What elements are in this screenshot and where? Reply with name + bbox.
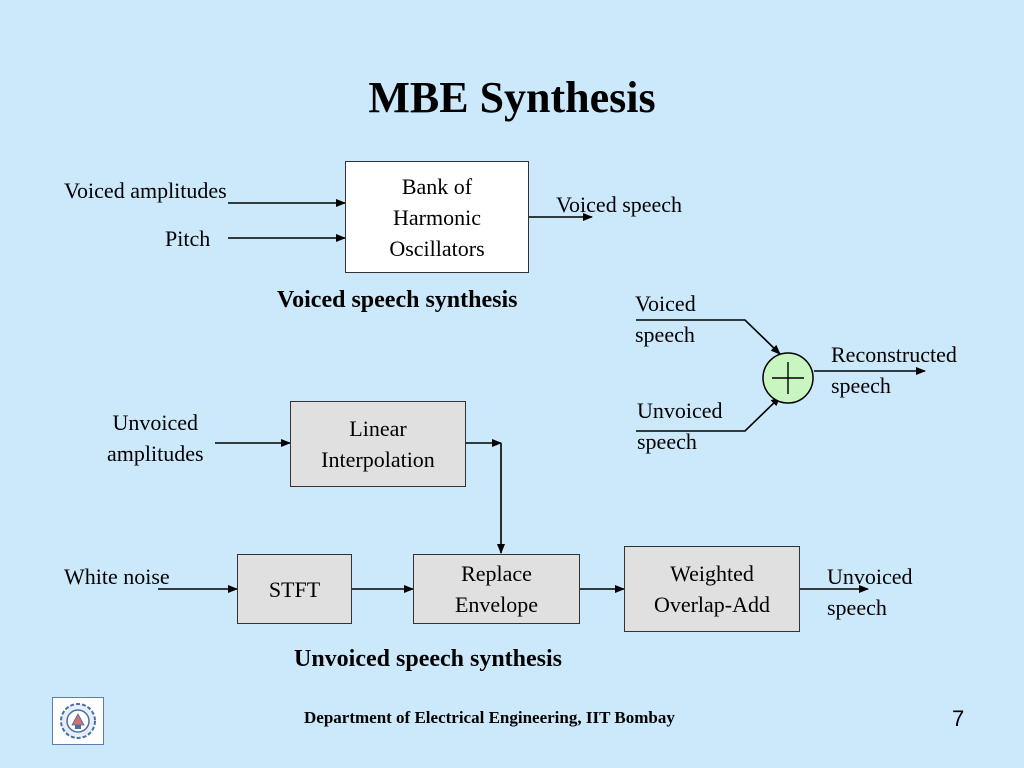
arrow-voiced-to-adder bbox=[636, 319, 781, 355]
label-unvoiced-amplitudes: Unvoiced amplitudes bbox=[107, 410, 204, 466]
label-adder-unvoiced-input: Unvoiced speech bbox=[637, 398, 723, 454]
block-stft: STFT bbox=[237, 554, 352, 624]
arrow-unvoiced-to-adder bbox=[636, 396, 781, 432]
label-voiced-speech-output: Voiced speech bbox=[556, 192, 683, 217]
label-unvoiced-speech-output: Unvoiced speech bbox=[827, 564, 913, 620]
block-harmonic-oscillators: Bank of Harmonic Oscillators bbox=[345, 161, 529, 273]
caption-unvoiced-synthesis: Unvoiced speech synthesis bbox=[294, 646, 563, 672]
label-reconstructed-speech: Reconstructed speech bbox=[831, 342, 957, 398]
block-replace-envelope-label: Replace Envelope bbox=[454, 561, 539, 617]
block-stft-label: STFT bbox=[268, 576, 321, 602]
institute-logo bbox=[52, 697, 104, 745]
label-adder-voiced-input: Voiced speech bbox=[635, 291, 696, 347]
gear-emblem-icon bbox=[60, 703, 96, 739]
block-weighted-overlap-add: Weighted Overlap-Add bbox=[624, 546, 800, 632]
block-linear-interpolation: Linear Interpolation bbox=[290, 401, 466, 487]
footer-department: Department of Electrical Engineering, II… bbox=[304, 708, 675, 727]
page-number: 7 bbox=[952, 706, 965, 731]
block-harmonic-oscillators-label: Bank of Harmonic Oscillators bbox=[389, 173, 485, 261]
block-weighted-overlap-add-label: Weighted Overlap-Add bbox=[653, 561, 771, 617]
block-linear-interpolation-label: Linear Interpolation bbox=[321, 416, 435, 472]
label-white-noise: White noise bbox=[64, 564, 170, 589]
label-pitch: Pitch bbox=[165, 226, 211, 251]
slide-title: MBE Synthesis bbox=[368, 73, 656, 122]
caption-voiced-synthesis: Voiced speech synthesis bbox=[277, 287, 518, 313]
block-replace-envelope: Replace Envelope bbox=[413, 554, 580, 624]
label-voiced-amplitudes: Voiced amplitudes bbox=[64, 178, 227, 203]
